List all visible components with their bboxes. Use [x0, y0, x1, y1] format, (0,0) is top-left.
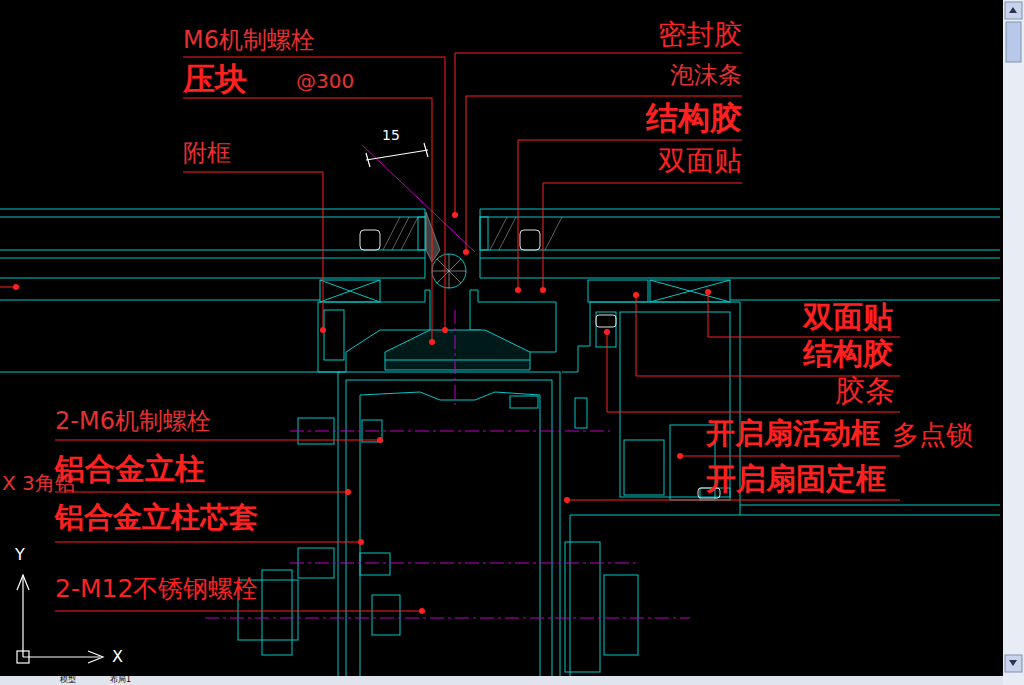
part-label: 铝合金立柱芯套 [55, 502, 258, 534]
part-label: 多点锁 [892, 420, 973, 450]
tab-label: 布局1 [110, 676, 131, 685]
part-label: 双面贴 [658, 146, 742, 177]
part-label: 密封胶 [658, 20, 742, 51]
part-label: 铝合金立柱 [55, 452, 205, 485]
bolt-label: M6机制螺栓 [183, 27, 315, 53]
part-label: 结构胶 [803, 337, 893, 370]
part-label: 压块 [183, 62, 247, 97]
part-label: 泡沫条 [670, 62, 742, 88]
bolt-label: 2-M6机制螺栓 [55, 408, 211, 434]
part-label: 胶条 [835, 374, 895, 407]
axis-label: X [112, 648, 123, 666]
part-label: X 3角铝 [2, 472, 75, 494]
part-label: 结构胶 [646, 101, 742, 136]
tab-label: 模型 [60, 676, 76, 685]
axis-label: Y [15, 546, 25, 564]
part-label: 附框 [183, 140, 231, 166]
part-label: 开启扇活动框 [706, 418, 880, 450]
spacing-note: @300 [296, 70, 354, 92]
part-label: 双面贴 [803, 300, 893, 333]
part-label: 开启扇固定框 [706, 462, 886, 495]
bolt-label: 2-M12不锈钢螺栓 [55, 575, 258, 603]
dimension: 15 [382, 128, 400, 143]
